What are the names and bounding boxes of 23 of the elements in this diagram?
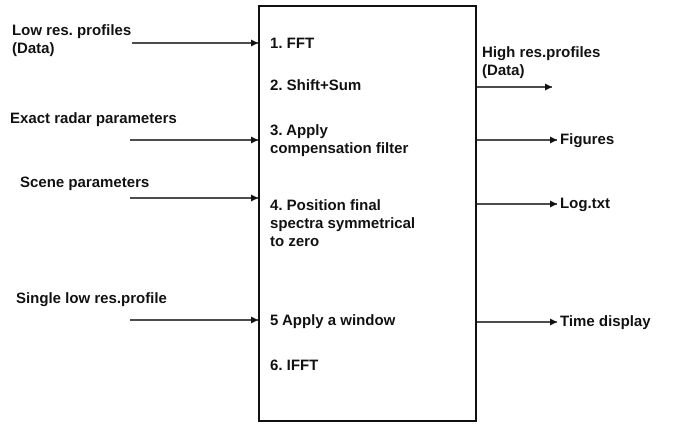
arrow: [477, 84, 552, 90]
process-box: [258, 5, 477, 422]
io-label: Single low res.profile: [16, 290, 256, 310]
step-text: 6. IFFT: [270, 357, 320, 375]
io-label: Log.txt: [560, 195, 640, 215]
arrow: [477, 318, 557, 326]
io-label: Low res. profiles (Data): [12, 22, 132, 62]
step-text: 2. Shift+Sum: [270, 77, 362, 95]
arrow: [477, 200, 557, 208]
arrow: [130, 136, 258, 144]
io-label: Figures: [560, 131, 640, 151]
arrow: [477, 136, 557, 144]
io-label: High res.profiles (Data): [482, 44, 632, 84]
step-text: 3. Apply compensation filter: [270, 122, 410, 158]
io-label: Time display: [560, 313, 670, 333]
arrow: [130, 316, 258, 324]
arrow: [132, 40, 258, 46]
step-text: 5 Apply a window: [270, 312, 396, 330]
step-text: 1. FFT: [270, 35, 316, 53]
io-label: Scene parameters: [20, 174, 245, 194]
io-label: Exact radar parameters: [10, 110, 255, 130]
step-text: 4. Position final spectra symmetrical to zero: [270, 197, 416, 251]
arrow: [130, 194, 258, 202]
